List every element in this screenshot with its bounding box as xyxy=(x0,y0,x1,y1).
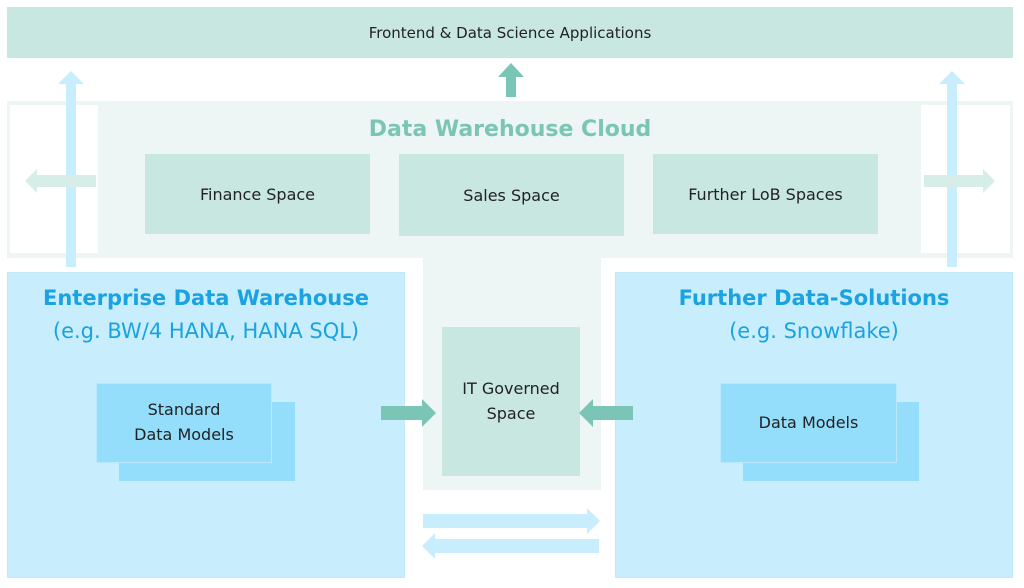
arrow-edw-to-it-space-icon xyxy=(381,399,436,427)
arrow-left-outward-icon xyxy=(25,169,96,193)
data-models-label: Data Models xyxy=(758,412,859,432)
data-models-box: Data Models xyxy=(720,383,897,463)
data-warehouse-cloud-title: Data Warehouse Cloud xyxy=(368,116,652,142)
further-lob-spaces-box: Further LoB Spaces xyxy=(653,154,878,234)
finance-space-box: Finance Space xyxy=(145,154,370,234)
further-solutions-title: Further Data-Solutions xyxy=(678,286,950,310)
it-governed-line1: IT Governed xyxy=(462,378,560,398)
enterprise-dw-title: Enterprise Data Warehouse xyxy=(43,286,369,310)
arrow-up-to-frontend-icon xyxy=(498,63,524,97)
frontend-applications-label: Frontend & Data Science Applications xyxy=(368,23,652,42)
frontend-applications-bar: Frontend & Data Science Applications xyxy=(7,7,1013,58)
standard-models-line1: Standard xyxy=(147,400,221,420)
further-solutions-subtitle: (e.g. Snowflake) xyxy=(729,319,899,343)
sales-space-label: Sales Space xyxy=(463,185,560,205)
further-lob-spaces-label: Further LoB Spaces xyxy=(688,184,843,204)
arrow-up-right-solutions-icon xyxy=(939,71,965,267)
finance-space-label: Finance Space xyxy=(199,184,316,204)
standard-models-line2: Data Models xyxy=(134,425,234,444)
arrow-left-bottom-icon xyxy=(422,533,599,559)
it-governed-line2: Space xyxy=(486,403,536,423)
sales-space-box: Sales Space xyxy=(399,154,624,236)
arrow-up-left-edw-icon xyxy=(58,71,84,267)
enterprise-dw-subtitle: (e.g. BW/4 HANA, HANA SQL) xyxy=(52,319,360,343)
it-governed-space-box: IT Governed Space xyxy=(442,327,580,476)
arrow-right-bottom-icon xyxy=(423,508,600,534)
arrow-solutions-to-it-space-icon xyxy=(579,399,633,427)
standard-data-models-box: Standard Data Models xyxy=(96,383,272,463)
arrow-right-outward-icon xyxy=(924,169,995,193)
